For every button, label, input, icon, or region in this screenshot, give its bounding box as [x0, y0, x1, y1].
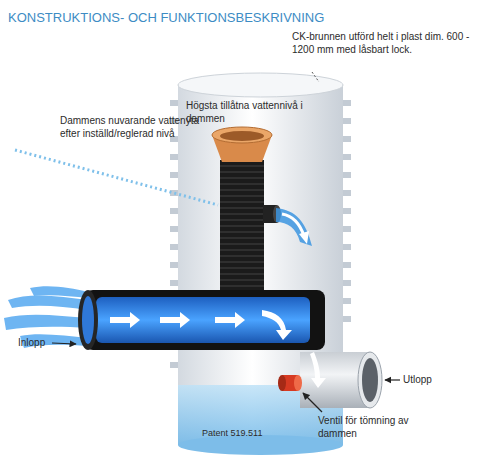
water-level-line	[15, 150, 218, 205]
inlet-splash	[4, 286, 88, 348]
page-title: KONSTRUKTIONS- OCH FUNKTIONSBESKRIVNING	[8, 10, 324, 25]
inlet-label: Inlopp	[18, 336, 58, 349]
outlet-leader	[385, 379, 400, 380]
pipe-flow-arrows	[110, 310, 292, 340]
outlet-flow-arrow	[310, 352, 326, 388]
riser-pipe	[220, 160, 281, 300]
outlet-pipe	[300, 352, 382, 408]
flow-arrow-head	[299, 231, 309, 244]
material-note: CK-brunnen utförd helt i plast dim. 600 …	[292, 30, 492, 56]
flow-arrow	[282, 214, 304, 236]
lid-leader	[312, 72, 319, 82]
valve-note: Ventil för tömning av dammen	[318, 414, 438, 440]
orange-funnel	[212, 127, 272, 162]
outlet-label: Utlopp	[403, 373, 463, 386]
water-level-note: Dammens nuvarande vattenyta efter instäl…	[60, 114, 208, 140]
inlet-leader	[52, 343, 76, 344]
drain-valve	[278, 375, 302, 391]
patent-label: Patent 519.511	[202, 427, 292, 440]
valve-leader	[303, 393, 322, 412]
well-lid	[178, 73, 343, 97]
inlet-pipe	[78, 290, 325, 350]
riser-outflow	[276, 208, 312, 246]
max-level-note: Högsta tillåtna vattennivå i dammen	[186, 99, 318, 125]
